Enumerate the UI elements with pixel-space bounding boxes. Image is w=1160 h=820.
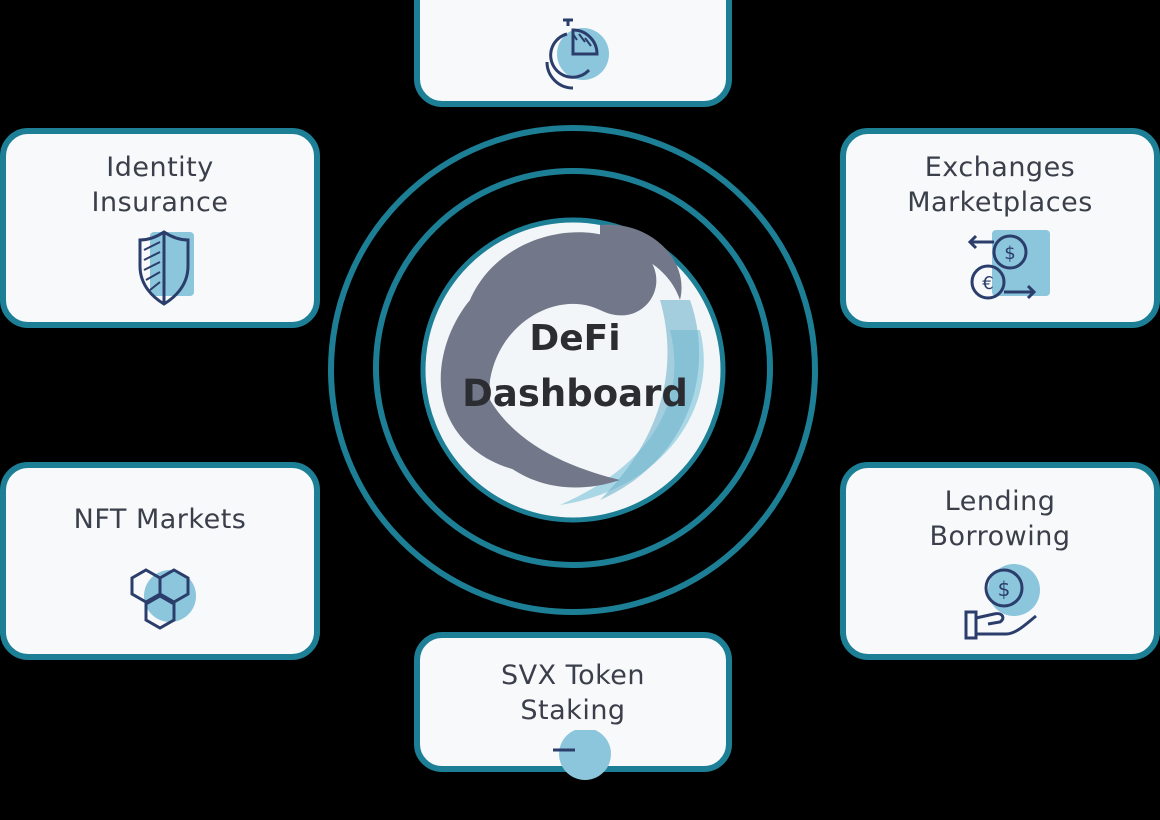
token-icon: [553, 730, 611, 780]
card-nft-title: NFT Markets: [73, 504, 247, 535]
svg-text:$: $: [998, 577, 1011, 601]
card-lending-borrowing[interactable]: Lending Borrowing $: [840, 462, 1160, 660]
middle-ring: [373, 168, 773, 568]
pie-chart-cycle-icon: [545, 18, 609, 90]
center-title-line2: Dashboard: [462, 372, 688, 415]
card-staking-title: SVX Token Staking: [500, 660, 645, 726]
card-nft-markets[interactable]: NFT Markets: [0, 462, 320, 660]
svg-text:€: €: [982, 273, 993, 294]
svg-text:$: $: [1004, 243, 1015, 264]
currency-exchange-icon: $ €: [967, 230, 1050, 300]
hexagon-cluster-icon: [130, 568, 196, 630]
card-exchanges-marketplaces[interactable]: Exchanges Marketplaces $ €: [840, 128, 1160, 328]
outer-ring: [328, 125, 818, 615]
card-top[interactable]: [414, 0, 732, 107]
defi-logo: [420, 217, 726, 523]
hand-coin-icon: $: [964, 564, 1040, 640]
card-svx-token-staking[interactable]: SVX Token Staking: [414, 632, 732, 780]
center-title-line1: DeFi: [529, 318, 621, 359]
card-exchanges-title: Exchanges Marketplaces: [907, 152, 1093, 218]
shield-icon: [138, 230, 194, 306]
card-identity-insurance[interactable]: Identity Insurance: [0, 128, 320, 328]
card-lending-title: Lending Borrowing: [929, 486, 1071, 552]
center-hub: [328, 125, 818, 615]
card-identity-title: Identity Insurance: [91, 152, 229, 218]
